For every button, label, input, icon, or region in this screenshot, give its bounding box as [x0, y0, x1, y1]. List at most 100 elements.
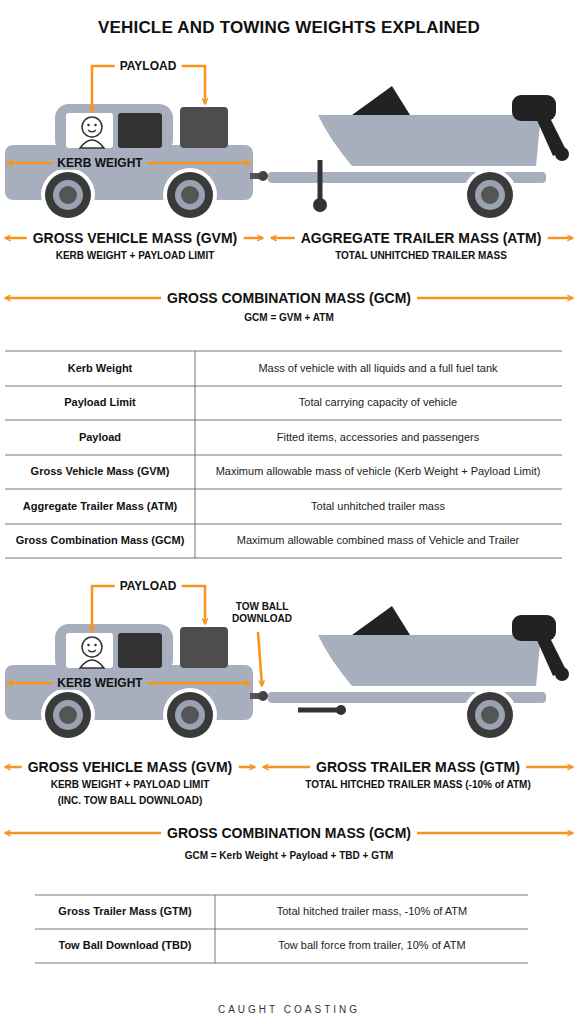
formula: GCM = Kerb Weight + Payload + TBD + GTM	[185, 850, 394, 862]
table-definition: Fitted items, accessories and passengers	[201, 431, 556, 444]
wheel-arch	[163, 168, 217, 222]
table-term: Payload	[10, 431, 190, 444]
table-rule	[35, 929, 528, 930]
formula: GCM = GVM + ATM	[244, 312, 333, 324]
table-term: Gross Vehicle Mass (GVM)	[10, 465, 190, 478]
table-term: Tow Ball Download (TBD)	[40, 939, 210, 952]
dimension-note: TOTAL HITCHED TRAILER MASS (-10% of ATM)	[305, 779, 531, 791]
person-smile	[88, 130, 96, 132]
hub	[59, 186, 77, 204]
callout-label: KERB WEIGHT	[52, 676, 147, 690]
dimension-note: KERB WEIGHT + PAYLOAD LIMIT	[56, 250, 215, 262]
table-term: Payload Limit	[10, 396, 190, 409]
dimension-note: (INC. TOW BALL DOWNLOAD)	[58, 795, 203, 807]
person-eye	[87, 644, 90, 647]
towing-scene-hitched	[5, 586, 569, 742]
person-head	[82, 637, 102, 657]
callout-label: PAYLOAD	[115, 59, 182, 73]
tyre	[167, 172, 213, 218]
person-eye	[94, 644, 97, 647]
callout-label: TOW BALL DOWNLOAD	[229, 601, 295, 624]
boat-windscreen	[352, 606, 410, 635]
rim	[175, 180, 205, 210]
table-rule	[35, 895, 528, 896]
jockey-wheel-stand	[318, 160, 323, 200]
person-body	[80, 140, 104, 148]
person-body	[80, 660, 104, 668]
tyre	[45, 172, 91, 218]
table-rule	[5, 455, 562, 456]
rim	[53, 180, 83, 210]
table-definition: Mass of vehicle with all liquids and a f…	[201, 362, 556, 375]
dimension-label: GROSS COMBINATION MASS (GCM)	[161, 290, 417, 307]
table-rule	[5, 558, 562, 559]
rim	[475, 180, 505, 210]
jockey-wheel-stowed	[298, 708, 338, 713]
payload-box	[180, 627, 228, 668]
boat-hull	[318, 635, 541, 686]
dimension-label: AGGREGATE TRAILER MASS (ATM)	[295, 230, 548, 247]
table-rule	[215, 895, 216, 963]
wheel-arch	[163, 688, 217, 742]
rim	[175, 700, 205, 730]
payload-box	[180, 107, 228, 148]
dimension-label: GROSS COMBINATION MASS (GCM)	[161, 825, 417, 842]
rim	[53, 700, 83, 730]
person-eye	[87, 124, 90, 127]
tow-ball-leader	[258, 632, 262, 686]
wheel-arch	[41, 168, 95, 222]
boat-hull	[318, 115, 541, 166]
boat-windscreen	[352, 86, 410, 115]
table-definition: Total unhitched trailer mass	[201, 500, 556, 513]
jockey-wheel	[313, 198, 327, 212]
tyre	[167, 692, 213, 738]
car-window	[66, 113, 113, 148]
jockey-wheel	[336, 705, 346, 715]
propeller	[555, 667, 569, 681]
table-rule	[5, 420, 562, 421]
hub	[481, 186, 499, 204]
table-rule	[35, 963, 528, 964]
outboard-motor	[512, 95, 556, 121]
towing-scene-unhitched	[5, 66, 569, 222]
car-window	[118, 113, 162, 148]
wheel-arch	[41, 688, 95, 742]
tyre	[467, 692, 513, 738]
table-rule	[5, 351, 562, 352]
outboard-motor	[512, 615, 556, 641]
table-definition: Maximum allowable mass of vehicle (Kerb …	[201, 465, 556, 478]
wheel-arch	[463, 688, 517, 742]
person-eye	[94, 124, 97, 127]
table-rule	[5, 386, 562, 387]
table-rule	[5, 524, 562, 525]
table-term: Aggregate Trailer Mass (ATM)	[10, 500, 190, 513]
dimension-label: GROSS TRAILER MASS (GTM)	[310, 759, 526, 776]
car-window	[118, 633, 162, 668]
tyre	[467, 172, 513, 218]
table-term: Gross Trailer Mass (GTM)	[40, 905, 210, 918]
tyre	[45, 692, 91, 738]
wheel-arch	[463, 168, 517, 222]
callout-label: PAYLOAD	[115, 579, 182, 593]
tow-ball	[258, 691, 268, 701]
hub	[181, 186, 199, 204]
page-title: VEHICLE AND TOWING WEIGHTS EXPLAINED	[98, 18, 480, 38]
dimension-note: KERB WEIGHT + PAYLOAD LIMIT	[51, 779, 210, 791]
callout-label: KERB WEIGHT	[52, 156, 147, 170]
person-head	[82, 117, 102, 137]
hub	[481, 706, 499, 724]
table-definition: Maximum allowable combined mass of Vehic…	[201, 534, 556, 547]
dimension-label: GROSS VEHICLE MASS (GVM)	[22, 759, 239, 776]
car-window	[66, 633, 113, 668]
table-definition: Total hitched trailer mass, -10% of ATM	[222, 905, 522, 918]
dimension-note: TOTAL UNHITCHED TRAILER MASS	[335, 250, 507, 262]
person-smile	[88, 650, 96, 652]
watermark: CAUGHT COASTING	[218, 1004, 360, 1016]
table-term: Gross Combination Mass (GCM)	[10, 534, 190, 547]
table-term: Kerb Weight	[10, 362, 190, 375]
hub	[181, 706, 199, 724]
propeller	[555, 147, 569, 161]
hub	[59, 706, 77, 724]
